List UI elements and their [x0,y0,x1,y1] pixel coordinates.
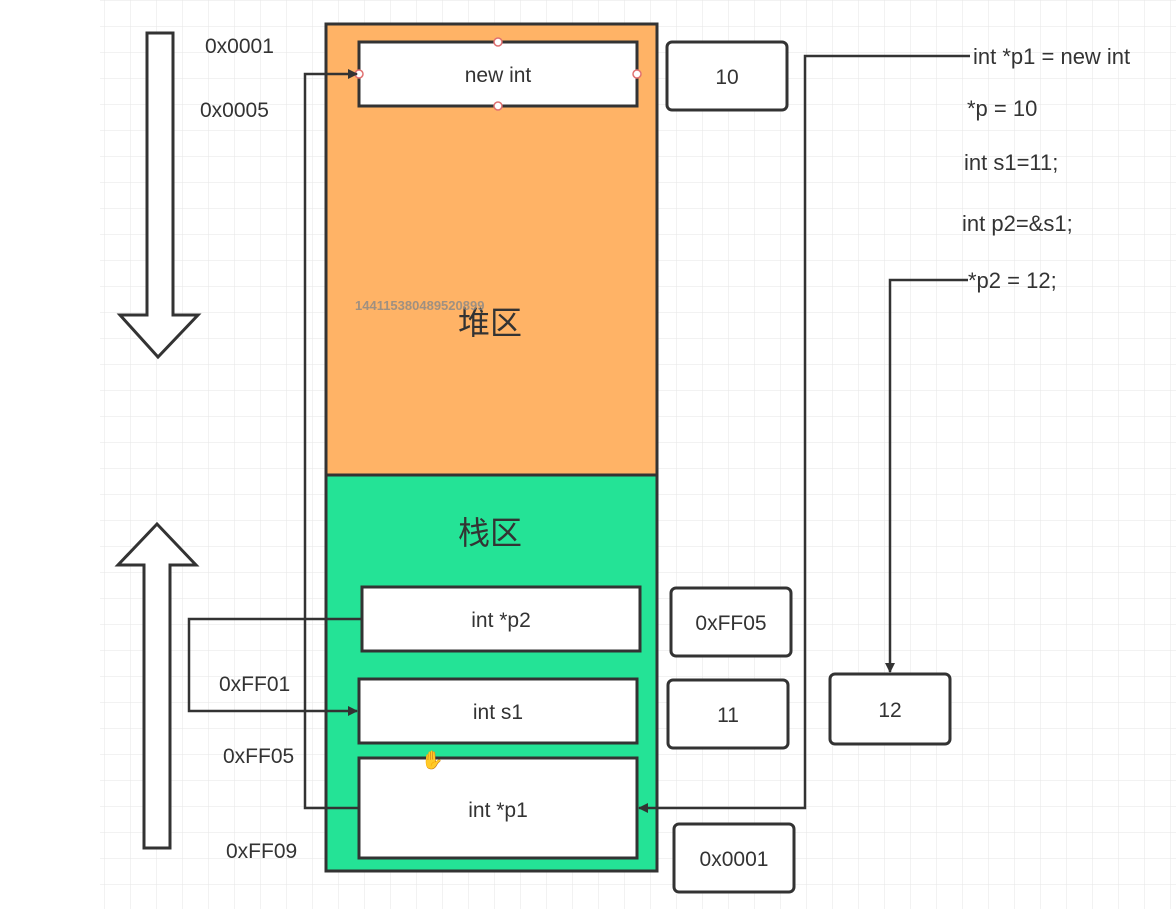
up-arrow-icon [114,521,200,850]
down-arrow-icon [116,31,202,360]
code-line: int s1=11; [964,150,1058,175]
address-label: 0x0005 [200,99,269,122]
address-label: 0xFF05 [223,745,294,768]
watermark: 144115380489520899 [355,298,484,313]
p1-to-new-int-arrow [303,69,359,810]
heap-zone-label: 堆区 [458,305,522,341]
s1-value: 11 [717,704,739,727]
code-line: int p2=&s1; [962,211,1073,236]
stack-zone-label: 栈区 [458,515,522,551]
p2-value: 0xFF05 [695,612,766,635]
code-line: int *p1 = new int [973,44,1130,69]
p1-value-box [672,822,796,894]
address-label: 0xFF09 [226,840,297,863]
address-label: 0x0001 [205,35,274,58]
code-line: *p = 10 [967,96,1037,121]
new-int-label: new int [465,64,532,87]
int-p1-box[interactable] [357,756,639,860]
result-box [828,672,952,746]
p2-value-box [669,586,793,658]
result-value: 12 [878,699,901,722]
code-to-result-arrow [885,278,968,673]
int-p2-box[interactable] [360,585,642,653]
int-p1-label: int *p1 [468,799,528,822]
heap-value: 10 [715,66,738,89]
int-s1-label: int s1 [473,701,523,724]
p1-value: 0x0001 [700,848,769,871]
hand-cursor-icon: ✋ [421,749,443,770]
address-label: 0xFF01 [219,673,290,696]
heap-value-box [665,40,789,112]
int-p2-label: int *p2 [471,609,531,632]
code-to-p1-arrow [638,54,970,813]
s1-value-box [666,678,790,750]
int-s1-box[interactable] [357,677,639,745]
p2-to-s1-arrow [187,617,362,716]
code-line: *p2 = 12; [968,268,1057,293]
